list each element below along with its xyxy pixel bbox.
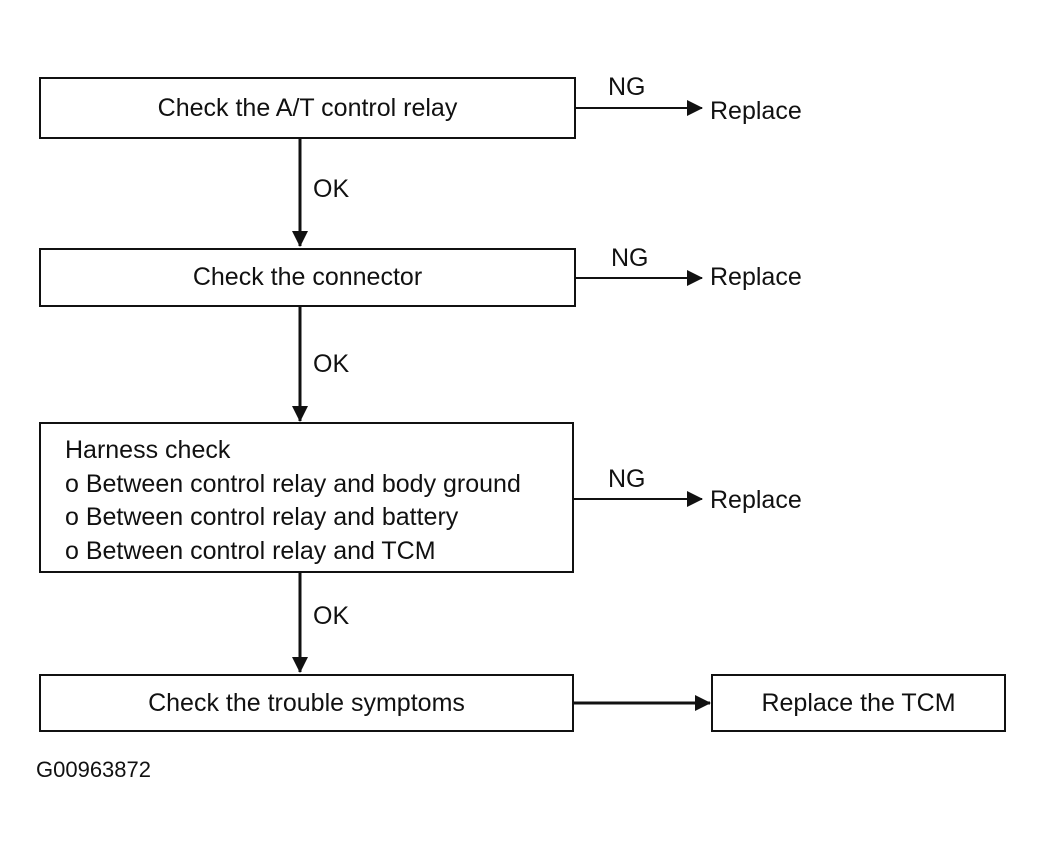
- harness-check-item: o Between control relay and battery: [65, 503, 459, 531]
- step-box-connector: Check the connector: [39, 248, 576, 307]
- step-box-control-relay: Check the A/T control relay: [39, 77, 576, 139]
- figure-id: G00963872: [36, 757, 151, 782]
- result-text-replace-tcm: Replace the TCM: [761, 688, 956, 717]
- step-box-harness-check: Harness check o Between control relay an…: [39, 422, 574, 573]
- harness-check-title: Harness check: [65, 436, 231, 464]
- harness-check-item: o Between control relay and body ground: [65, 469, 521, 498]
- step-box-trouble-symptoms: Check the trouble symptoms: [39, 674, 574, 732]
- step-text-control-relay: Check the A/T control relay: [157, 93, 458, 122]
- ok-label-2: OK: [313, 350, 350, 378]
- ng-label-1: NG: [608, 73, 646, 101]
- ok-label-1: OK: [313, 175, 350, 203]
- step-text-trouble-symptoms: Check the trouble symptoms: [148, 688, 465, 717]
- ng-label-2: NG: [611, 244, 649, 272]
- replace-label-3: Replace: [710, 486, 802, 514]
- result-box-replace-tcm: Replace the TCM: [711, 674, 1006, 732]
- ng-label-3: NG: [608, 465, 646, 493]
- replace-label-2: Replace: [710, 263, 802, 291]
- replace-label-1: Replace: [710, 97, 802, 125]
- ok-label-3: OK: [313, 602, 350, 630]
- step-text-connector: Check the connector: [192, 263, 423, 291]
- harness-check-item: o Between control relay and TCM: [65, 536, 436, 565]
